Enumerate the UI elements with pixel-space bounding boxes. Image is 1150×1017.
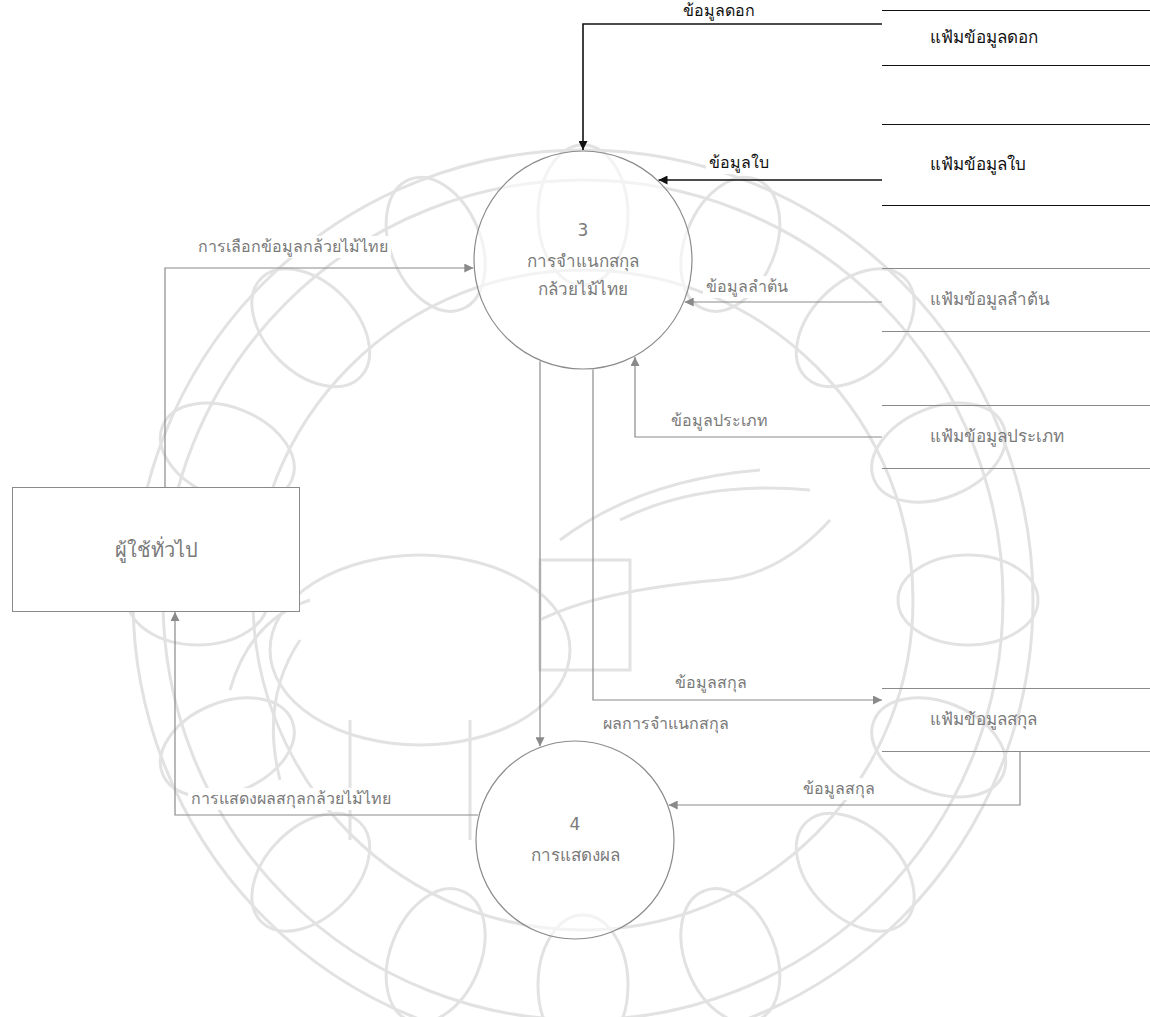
data-flow xyxy=(635,357,882,437)
flow-label: ข้อมูลสกุล xyxy=(800,778,878,800)
process-circle: 3 การจำแนกสกุล กล้วยไม้ไทย xyxy=(473,150,693,370)
data-flow xyxy=(593,370,882,701)
data-flow xyxy=(539,361,540,746)
flow-label: ข้อมูลใบ xyxy=(706,152,772,174)
data-flow xyxy=(165,268,473,487)
seal-petal xyxy=(898,555,1038,645)
data-store: แฟ้มข้อมูลใบ xyxy=(882,124,1150,206)
node-text: แฟ้มข้อมูลประเภท xyxy=(930,423,1064,450)
node-text: แฟ้มข้อมูลใบ xyxy=(930,151,1026,178)
flow-label: ข้อมูลลำต้น xyxy=(703,276,791,298)
flow-label: ข้อมูลสกุล xyxy=(672,672,750,694)
data-flow xyxy=(175,612,478,815)
data-flow xyxy=(669,752,1020,805)
node-text: การจำแนกสกุล กล้วยไม้ไทย xyxy=(518,248,648,302)
circle-outline xyxy=(475,740,675,940)
node-text: แฟ้มข้อมูลดอก xyxy=(930,24,1038,51)
data-flow xyxy=(583,24,882,150)
seal-petal xyxy=(774,246,937,409)
data-store: แฟ้มข้อมูลลำต้น xyxy=(882,268,1150,332)
seal-petal xyxy=(774,791,937,954)
node-text: การแสดงผล xyxy=(531,842,620,869)
flow-label: ข้อมูลดอก xyxy=(680,0,758,22)
process-circle: 4 การแสดงผล xyxy=(475,740,675,940)
seal-petal xyxy=(229,246,392,409)
data-flow xyxy=(659,179,883,181)
node-text: แฟ้มข้อมูลลำต้น xyxy=(930,286,1050,313)
node-text: แฟ้มข้อมูลสกุล xyxy=(930,706,1037,733)
data-store: แฟ้มข้อมูลประเภท xyxy=(882,405,1150,469)
process-number: 4 xyxy=(570,811,581,838)
flow-label: การแสดงผลสกุลกล้วยไม้ไทย xyxy=(188,788,394,810)
flow-label: ข้อมูลประเภท xyxy=(668,410,771,432)
flow-label: ผลการจำแนกสกุล xyxy=(600,713,732,735)
node-text: ผู้ใช้ทั่วไป xyxy=(115,534,198,566)
seal-petal xyxy=(367,874,504,1017)
process-number: 3 xyxy=(578,217,589,244)
seal-petal xyxy=(662,874,799,1017)
flow-label: การเลือกข้อมูลกล้วยไม้ไทย xyxy=(195,236,391,258)
data-store: แฟ้มข้อมูลดอก xyxy=(882,10,1150,66)
external-entity: ผู้ใช้ทั่วไป xyxy=(12,487,300,612)
data-store: แฟ้มข้อมูลสกุล xyxy=(882,688,1150,752)
data-flow xyxy=(685,301,882,302)
